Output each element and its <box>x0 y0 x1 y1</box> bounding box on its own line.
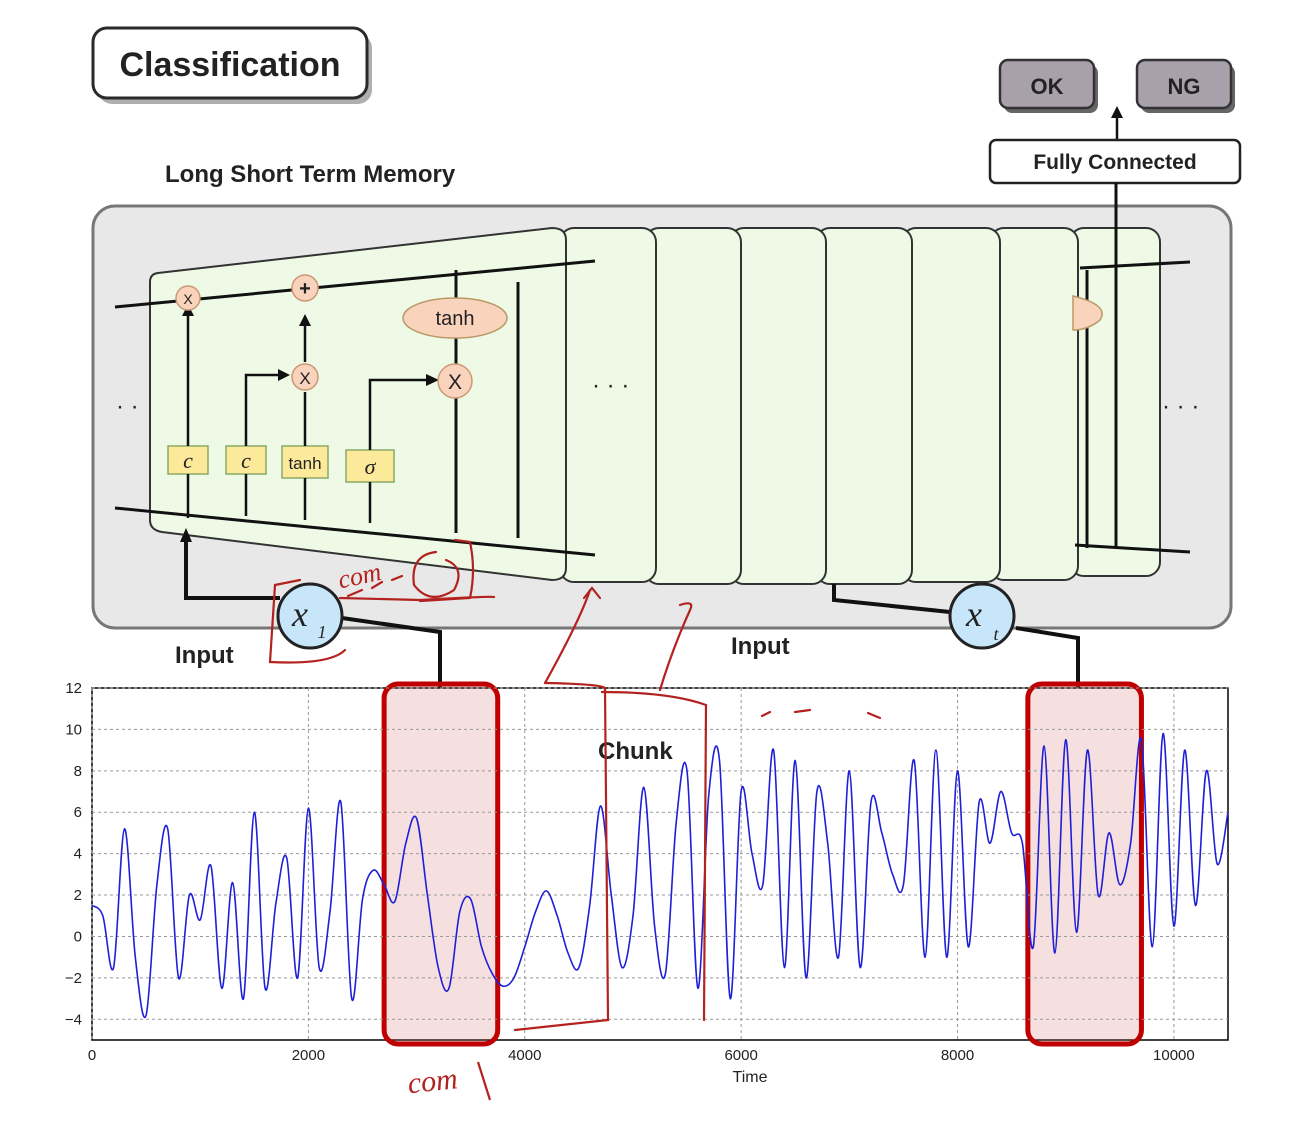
y-tick-label: −2 <box>65 970 82 987</box>
input-arrowhead <box>180 528 192 542</box>
fully-connected-label: Fully Connected <box>1033 151 1196 174</box>
x-tick-label: 2000 <box>292 1047 325 1064</box>
y-tick-label: 12 <box>65 680 82 697</box>
gate-label: σ <box>365 454 377 479</box>
x-tick-label: 4000 <box>508 1047 541 1064</box>
y-tick-label: 2 <box>74 887 82 904</box>
gate-connections <box>186 312 426 523</box>
ok-output-box: OK <box>998 58 1098 113</box>
left-ellipsis: · · <box>116 393 139 420</box>
svg-text:x: x <box>291 594 308 634</box>
gate-boxes: c c tanh σ <box>167 445 395 483</box>
fully-connected-box: Fully Connected <box>988 138 1242 185</box>
gate-label: c <box>241 448 251 473</box>
classification-title: Classification <box>119 46 340 84</box>
y-tick-label: 10 <box>65 721 82 738</box>
chunk-highlight <box>381 681 501 1047</box>
svg-text:x: x <box>965 594 982 634</box>
lstm-title: Long Short Term Memory <box>165 161 456 188</box>
multiply-op: X <box>437 363 473 399</box>
input-label-left: Input <box>175 642 234 669</box>
gate-box <box>345 449 395 483</box>
add-op: + <box>291 274 319 302</box>
svg-text:1: 1 <box>318 622 327 642</box>
classification-title-box: Classification <box>91 26 372 104</box>
chunk-highlight <box>1025 681 1144 1047</box>
chunk-label: Chunk <box>598 738 673 765</box>
y-tick-label: 0 <box>74 928 82 945</box>
gate-label: tanh <box>288 454 321 473</box>
handwritten-annotations <box>268 538 882 1032</box>
x-tick-label: 8000 <box>941 1047 974 1064</box>
svg-text:t: t <box>993 624 999 644</box>
com-annotation-tail <box>476 1061 492 1101</box>
lstm-cell-panel <box>559 227 657 583</box>
multiply-op: X <box>175 285 201 311</box>
lstm-cell-panel <box>901 227 1001 583</box>
svg-text:+: + <box>299 278 311 300</box>
lstm-cell-panel <box>815 227 913 585</box>
y-tick-label: 6 <box>74 804 82 821</box>
multiply-op: X <box>291 363 319 391</box>
y-tick-label: 8 <box>74 763 82 780</box>
x-axis-label: Time <box>733 1069 768 1086</box>
right-ellipsis: · · · <box>1162 393 1199 420</box>
x-tick-label: 10000 <box>1153 1047 1195 1064</box>
svg-text:X: X <box>299 369 310 388</box>
xt-input-node: x t <box>948 582 1016 650</box>
input-label-right: Input <box>731 633 790 660</box>
lstm-cell-panel <box>989 227 1079 581</box>
signal-series-line <box>91 732 1229 1019</box>
x-tick-label: 0 <box>88 1047 96 1064</box>
svg-text:tanh: tanh <box>436 308 475 330</box>
ok-label: OK <box>1031 74 1064 99</box>
middle-ellipsis: · · · <box>592 372 629 399</box>
com-annotation-bottom: com <box>406 1062 459 1100</box>
y-tick-label: 4 <box>74 846 82 863</box>
svg-text:X: X <box>183 291 193 307</box>
svg-text:X: X <box>448 371 462 394</box>
gate-box <box>281 445 329 479</box>
lstm-cell-panel <box>644 227 742 585</box>
tanh-op: tanh <box>402 297 508 339</box>
x1-input-node: x 1 <box>276 582 344 650</box>
lstm-cell-panel <box>729 227 827 585</box>
ng-output-box: NG <box>1135 58 1235 113</box>
tanh-op-partial <box>1072 295 1103 331</box>
lstm-main-cell <box>149 226 567 582</box>
ng-label: NG <box>1168 74 1201 99</box>
x-tick-label: 6000 <box>724 1047 757 1064</box>
output-arrow <box>1111 106 1123 140</box>
y-tick-label: −4 <box>65 1011 82 1028</box>
gate-label: c <box>183 448 193 473</box>
